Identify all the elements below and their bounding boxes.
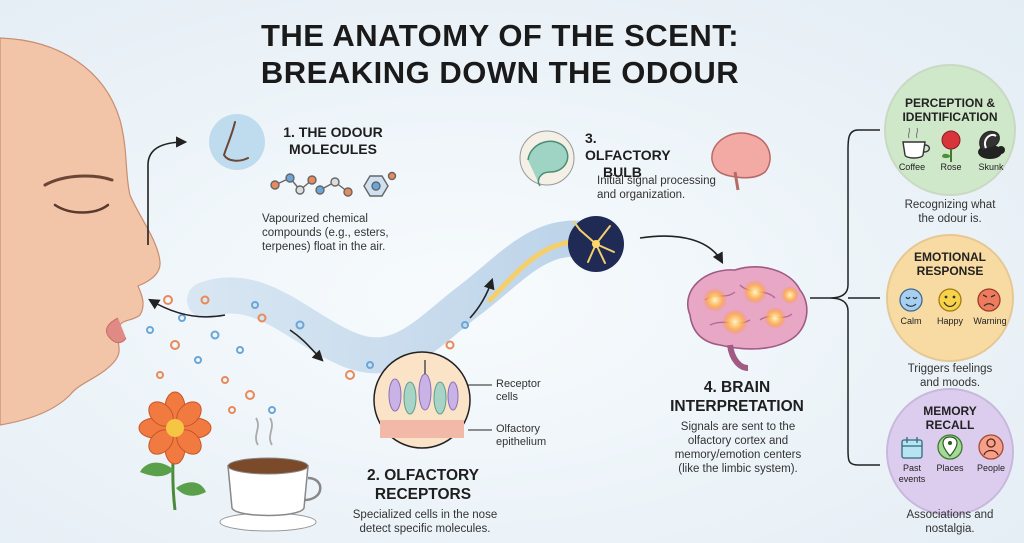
skunk-icon: [978, 130, 1005, 159]
memory-caption: Associations and nostalgia.: [906, 509, 994, 535]
calm-face-icon: [899, 288, 923, 312]
flower-illustration: [138, 391, 212, 511]
molecules-description: Vapourized chemical compounds (e.g., est…: [262, 213, 389, 253]
perception-heading: PERCEPTION & IDENTIFICATION: [902, 96, 998, 124]
receptors-description: Specialized cells in the nose detect spe…: [352, 509, 498, 535]
molecule-models: [270, 171, 397, 197]
perception-item-coffee: Coffee: [898, 162, 926, 172]
calendar-icon: [901, 437, 923, 459]
nose-icon: [222, 121, 249, 162]
emotion-item-happy: Happy: [936, 316, 963, 326]
closed-eye: [53, 203, 110, 214]
coffee-cup-illustration: [219, 417, 322, 532]
epithelium-label: Olfactory epithelium: [496, 423, 547, 448]
title-line-2: BREAKING DOWN THE ODOUR: [260, 55, 740, 90]
happy-face-icon: [938, 288, 962, 312]
nose-icon-circle: [209, 114, 265, 170]
perception-item-rose: Rose: [940, 162, 962, 172]
rose-icon: [941, 130, 961, 162]
molecules-heading: 1. THE ODOUR MOLECULES: [283, 124, 383, 157]
face-profile: [0, 37, 161, 426]
brain-heading: 4. BRAIN INTERPRETATION: [670, 379, 804, 415]
lips: [106, 317, 127, 344]
memory-item-people: People: [976, 463, 1006, 473]
bulb-heading: 3. OLFACTORY BULB: [585, 130, 671, 180]
brain-description: Signals are sent to the olfactory cortex…: [674, 421, 802, 475]
emotion-item-warning: Warning: [973, 316, 1007, 326]
receptor-cells-illustration: [380, 360, 464, 438]
emotion-item-calm: Calm: [900, 316, 922, 326]
title-line-1: THE ANATOMY OF THE SCENT:: [260, 18, 740, 53]
receptors-heading: 2. OLFACTORY RECEPTORS: [367, 467, 479, 503]
warning-face-icon: [977, 288, 1001, 312]
arrow-up-to-molecules: [147, 136, 188, 245]
person-icon: [978, 434, 1004, 460]
coffee-icon: [902, 127, 931, 159]
receptor-cells-label: Receptor cells: [496, 378, 541, 403]
emotion-heading: EMOTIONAL RESPONSE: [914, 250, 986, 278]
memory-item-past-events: Past events: [898, 463, 926, 484]
eyebrow: [43, 174, 114, 187]
brain-icon-small: [711, 132, 771, 179]
arrow-receptors-to-bulb: [469, 277, 495, 319]
memory-item-places: Places: [936, 463, 964, 473]
perception-item-skunk: Skunk: [978, 162, 1004, 172]
perception-circle: [884, 64, 1016, 196]
perception-caption: Recognizing what the odour is.: [904, 199, 996, 225]
arrow-into-stream: [289, 329, 324, 362]
arrow-bulb-to-brain: [639, 235, 724, 264]
emotion-caption: Triggers feelings and moods.: [907, 363, 993, 389]
scent-stream: [187, 220, 608, 374]
floating-molecules: [146, 295, 469, 414]
arrow-to-nose: [148, 298, 226, 318]
memory-heading: MEMORY RECALL: [923, 404, 977, 432]
location-pin-icon: [937, 434, 963, 460]
brain-illustration: [687, 266, 808, 371]
bulb-description: Initial signal processing and organizati…: [597, 175, 716, 201]
